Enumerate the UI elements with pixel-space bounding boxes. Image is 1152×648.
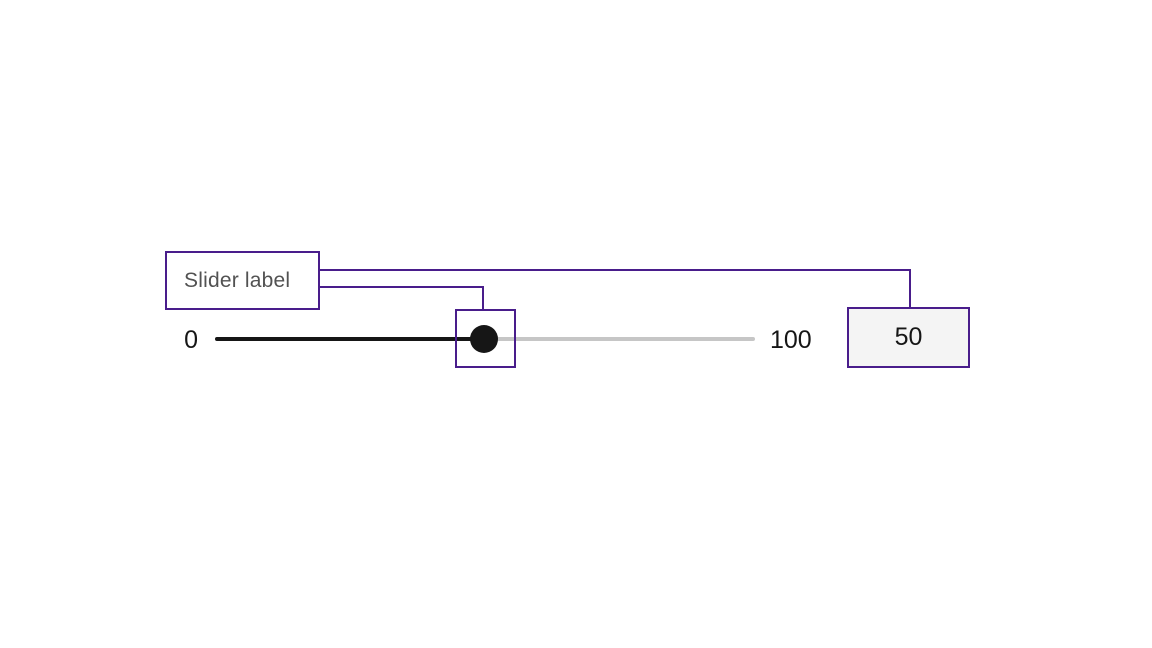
- slider-value-input[interactable]: 50: [847, 307, 970, 368]
- slider-value: 50: [894, 323, 923, 351]
- slider-handle[interactable]: [470, 325, 498, 353]
- slider-min-label: 0: [184, 326, 198, 354]
- slider-max-label: 100: [770, 326, 812, 354]
- slider-track-unfilled[interactable]: [483, 337, 755, 341]
- annotation-line-to-value-horizontal: [320, 269, 911, 271]
- annotation-line-to-handle-vertical: [482, 286, 484, 310]
- slider-label-annotation-box: Slider label: [165, 251, 320, 310]
- annotation-line-to-value-vertical: [909, 269, 911, 308]
- slider-handle-annotation-box: [455, 309, 516, 368]
- annotation-line-to-handle-horizontal: [320, 286, 484, 288]
- slider-label: Slider label: [184, 268, 291, 292]
- slider-track-filled[interactable]: [215, 337, 483, 341]
